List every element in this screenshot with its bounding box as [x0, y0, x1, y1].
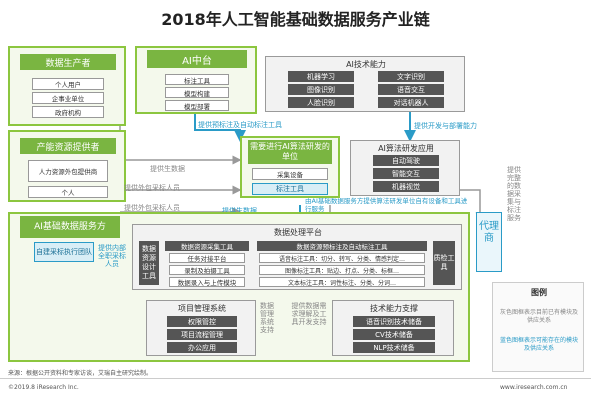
data-platform-header: 数据处理平台 [274, 228, 322, 237]
annotate-header: 数据资源预标注及自动标注工具 [257, 241, 427, 251]
tech-speech: 语音识别技术储备 [353, 316, 435, 327]
platform-annotation-tool: 标注工具 [165, 74, 229, 85]
label-agent-side: 提供完整的数据采集与标注服务 [507, 166, 521, 222]
tech-support-group: 技术能力支撑 语音识别技术储备 CV技术储备 NLP技术储备 [332, 300, 454, 356]
legend-header: 图例 [531, 288, 547, 297]
tech-cv: CV技术储备 [353, 329, 435, 340]
data-platform-group: 数据处理平台 数据资源设计工具 数据资源采集工具 任务对接平台 录制及拍摄工具 … [132, 224, 462, 290]
agent-label: 代理商 [479, 221, 499, 244]
label-raw-data-1: 提供生数据 [150, 165, 185, 173]
provider-individual: 个人 [28, 186, 108, 198]
collect-header: 数据资源采集工具 [165, 241, 249, 251]
data-producers-header: 数据生产者 [20, 54, 116, 70]
rd-annotation-tool: 标注工具 [252, 183, 328, 195]
annotate-text: 文本标注工具：词性标注、分类、分词… [259, 277, 425, 287]
footer-divider [0, 378, 591, 379]
platform-model-build: 模型构建 [165, 87, 229, 98]
label-pre-annotation: 提供预标注及自动标注工具 [198, 121, 282, 129]
data-producers-group: 数据生产者 个人用户 企事业单位 政府机构 [8, 46, 126, 126]
pm-office: 办公应用 [167, 342, 237, 353]
design-tool: 数据资源设计工具 [139, 241, 159, 285]
collect-tools: 数据资源采集工具 任务对接平台 录制及拍摄工具 数据录入与上传模块 [165, 239, 249, 287]
tech-ml: 机器学习 [288, 71, 354, 82]
producer-personal: 个人用户 [32, 78, 104, 90]
ai-platform-header: AI中台 [147, 50, 247, 68]
legend: 图例 灰色图框表示目前已有模块及供应关系 蓝色图框表示可能存在的模块及供应关系 [492, 282, 584, 372]
collect-task-platform: 任务对接平台 [169, 253, 245, 263]
producer-enterprise: 企事业单位 [32, 92, 104, 104]
app-interaction: 智能交互 [373, 168, 439, 179]
label-self-tools: 由AI基础数据服务方提供算法研发单位自有设备和工具进行服务 [305, 197, 468, 213]
pm-group: 项目管理系统 权限管控 项目流程管理 办公应用 [146, 300, 256, 356]
vendor-group: AI基础数据服务方 自建采标执行团队 提供内部全职采标人员 数据处理平台 数据资… [8, 212, 470, 362]
footer-source: 来源：根据公开资料和专家访谈，艾瑞自主研究绘制。 [8, 370, 153, 377]
label-outsourced-2: 提供外包采标人员 [124, 204, 180, 212]
tech-support-header: 技术能力支撑 [370, 304, 418, 313]
page-title: 2018年人工智能基础数据服务产业链 [161, 10, 430, 29]
label-raw-data-2: 提供生数据 [222, 207, 257, 215]
app-autonomous: 自动驾驶 [373, 155, 439, 166]
vendor-header: AI基础数据服务方 [20, 216, 120, 238]
legend-blue: 蓝色图框表示可能存在的模块及供应关系 [499, 337, 578, 352]
tech-face: 人脸识别 [288, 97, 354, 108]
legend-gray: 灰色图框表示目前已有模块及供应关系 [499, 309, 578, 324]
qa-tool: 质检工具 [433, 241, 455, 285]
pm-workflow: 项目流程管理 [167, 329, 237, 340]
annotate-voice: 语音标注工具：切分、转写、分类、情感判定… [259, 253, 425, 263]
vendor-side-label: 提供内部全职采标人员 [98, 244, 126, 268]
rd-collection-device: 采集设备 [252, 168, 328, 180]
tech-ocr: 文字识别 [378, 71, 444, 82]
ai-tech-group: AI技术能力 机器学习 文字识别 图像识别 语音交互 人脸识别 对话机器人 [265, 56, 465, 112]
ai-tech-header: AI技术能力 [346, 60, 386, 69]
label-dev-deploy: 提供开发与部署能力 [414, 122, 477, 130]
pm-header: 项目管理系统 [178, 304, 226, 313]
footer-copyright: ©2019.8 iResearch Inc. [8, 384, 79, 391]
collect-recording: 录制及拍摄工具 [169, 265, 245, 275]
app-vision: 机器视觉 [373, 181, 439, 192]
provider-outsourcing: 人力资源外包提供商 [28, 160, 108, 182]
annotate-tools: 数据资源预标注及自动标注工具 语音标注工具：切分、转写、分类、情感判定… 图像标… [257, 239, 427, 287]
rd-unit-group: 需要进行AI算法研发的单位 采集设备 标注工具 [240, 136, 340, 198]
vendor-exec-team: 自建采标执行团队 [34, 242, 94, 262]
agent-box: 代理商 [476, 212, 502, 272]
capacity-providers-group: 产能资源提供者 人力资源外包提供商 个人 [8, 130, 126, 202]
producer-government: 政府机构 [32, 106, 104, 118]
label-outsourced-1: 提供外包采标人员 [124, 184, 180, 192]
pm-permission: 权限管控 [167, 316, 237, 327]
rd-unit-header: 需要进行AI算法研发的单位 [248, 140, 332, 164]
ai-app-header: AI算法研发应用 [378, 144, 434, 153]
tech-voice: 语音交互 [378, 84, 444, 95]
tech-image: 图像识别 [288, 84, 354, 95]
tech-side-label: 提供数据需求理解及工具开发支持 [291, 302, 327, 326]
collect-upload: 数据录入与上传模块 [169, 277, 245, 287]
annotate-image: 图像标注工具：贴边、打点、分类、标框… [259, 265, 425, 275]
footer-site: www.iresearch.com.cn [500, 384, 568, 391]
capacity-providers-header: 产能资源提供者 [20, 138, 116, 154]
ai-platform-group: AI中台 标注工具 模型构建 模型部署 [135, 46, 257, 114]
tech-chatbot: 对话机器人 [378, 97, 444, 108]
pm-side-label: 数据管理系统支持 [260, 302, 274, 334]
tech-nlp: NLP技术储备 [353, 342, 435, 353]
ai-app-group: AI算法研发应用 自动驾驶 智能交互 机器视觉 [350, 140, 460, 196]
platform-model-deploy: 模型部署 [165, 100, 229, 111]
